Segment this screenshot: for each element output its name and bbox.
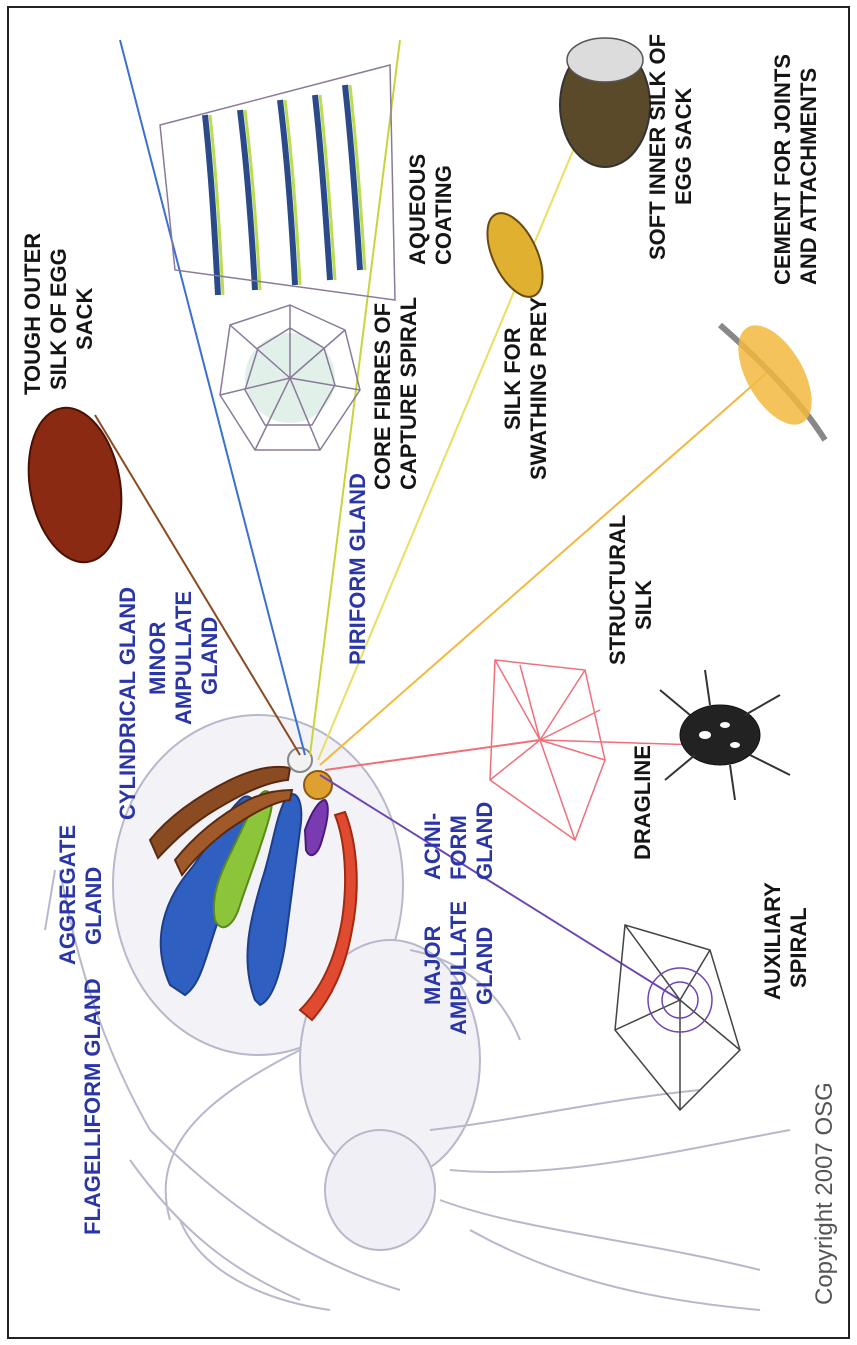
label-aciniform-gland: ACINI- FORM GLAND — [420, 802, 497, 880]
soft-inner-egg-sack-top — [567, 38, 643, 82]
label-auxiliary-spiral: AUXILIARY SPIRAL — [760, 882, 811, 1000]
label-core-fibres: CORE FIBRES OF CAPTURE SPIRAL — [370, 297, 421, 490]
svg-text:COATING: COATING — [431, 165, 456, 265]
label-silk-for-swathing-prey: SILK FOR SWATHING PREY — [500, 297, 551, 480]
svg-text:AGGREGATE: AGGREGATE — [55, 825, 80, 965]
svg-text:GLAND: GLAND — [81, 867, 106, 945]
capture-web — [220, 305, 360, 450]
label-soft-inner-silk: SOFT INNER SILK OF EGG SACK — [645, 34, 696, 260]
copyright-text: Copyright 2007 OSG — [811, 1082, 838, 1305]
svg-text:CEMENT FOR JOINTS: CEMENT FOR JOINTS — [770, 54, 795, 285]
svg-text:TOUGH OUTER: TOUGH OUTER — [20, 233, 45, 395]
svg-text:CAPTURE SPIRAL: CAPTURE SPIRAL — [396, 297, 421, 490]
cement-attachment — [720, 313, 827, 440]
svg-text:GLAND: GLAND — [197, 617, 222, 695]
svg-text:AMPULLATE: AMPULLATE — [171, 591, 196, 725]
auxiliary-spiral-web — [615, 925, 740, 1110]
label-aqueous-coating: AQUEOUS COATING — [405, 154, 456, 265]
svg-text:SOFT INNER SILK OF: SOFT INNER SILK OF — [645, 34, 670, 260]
spider-body-drawing — [45, 715, 790, 1310]
svg-text:AQUEOUS: AQUEOUS — [405, 154, 430, 265]
label-cylindrical-gland: CYLINDRICAL GLAND — [115, 587, 140, 820]
capture-spiral-threads — [205, 85, 360, 295]
svg-text:SILK: SILK — [631, 580, 656, 630]
svg-text:CORE FIBRES OF: CORE FIBRES OF — [370, 303, 395, 490]
label-structural-silk: STRUCTURAL SILK — [605, 515, 656, 665]
aciniform-gland-shape — [304, 771, 332, 799]
svg-text:AUXILIARY: AUXILIARY — [760, 882, 785, 1000]
label-tough-outer-silk: TOUGH OUTER SILK OF EGG SACK — [20, 233, 97, 395]
svg-text:SILK FOR: SILK FOR — [500, 327, 525, 430]
svg-text:MINOR: MINOR — [145, 622, 170, 695]
svg-text:FORM: FORM — [446, 815, 471, 880]
label-aggregate-gland: AGGREGATE GLAND — [55, 825, 106, 965]
label-minor-ampullate-gland: MINOR AMPULLATE GLAND — [145, 591, 222, 725]
label-cement: CEMENT FOR JOINTS AND ATTACHMENTS — [770, 54, 821, 285]
svg-text:SILK OF EGG: SILK OF EGG — [46, 248, 71, 390]
dragline-spider — [660, 670, 790, 800]
svg-text:STRUCTURAL: STRUCTURAL — [605, 515, 630, 665]
svg-text:AMPULLATE: AMPULLATE — [446, 901, 471, 1035]
svg-text:EGG SACK: EGG SACK — [671, 88, 696, 205]
svg-text:SWATHING PREY: SWATHING PREY — [526, 297, 551, 480]
label-flagelliform-gland: FLAGELLIFORM GLAND — [80, 978, 105, 1235]
svg-text:SACK: SACK — [72, 288, 97, 350]
label-piriform-gland: PIRIFORM GLAND — [345, 473, 370, 665]
svg-text:SPIRAL: SPIRAL — [786, 907, 811, 988]
tough-outer-egg-sack — [17, 400, 133, 569]
svg-text:AND ATTACHMENTS: AND ATTACHMENTS — [796, 68, 821, 285]
label-dragline: DRAGLINE — [630, 745, 655, 860]
svg-text:MAJOR: MAJOR — [420, 925, 445, 1005]
swathed-prey — [476, 205, 554, 305]
svg-text:GLAND: GLAND — [472, 927, 497, 1005]
svg-text:GLAND: GLAND — [472, 802, 497, 880]
structural-silk-web — [490, 660, 700, 840]
svg-text:ACINI-: ACINI- — [420, 813, 445, 880]
piriform-gland-shape — [288, 748, 312, 772]
